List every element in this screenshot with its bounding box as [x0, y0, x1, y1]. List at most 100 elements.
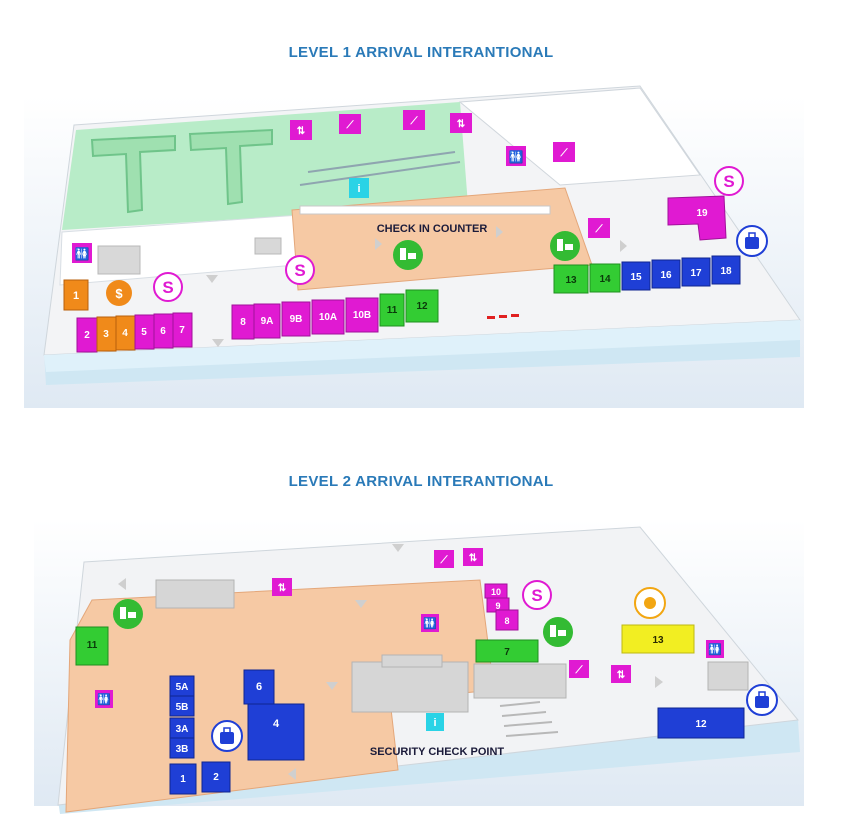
- shop-unit-3b[interactable]: 3B: [169, 737, 195, 759]
- svg-text:1: 1: [180, 774, 186, 785]
- svg-text:11: 11: [387, 305, 398, 316]
- shop-unit-6[interactable]: 6: [153, 313, 174, 349]
- shop-unit-8[interactable]: 8: [495, 609, 519, 631]
- svg-text:⟋: ⟋: [560, 147, 569, 159]
- shop-unit-3[interactable]: 3: [96, 316, 117, 352]
- svg-text:7: 7: [504, 647, 510, 658]
- level-2-direction-arrows: [118, 544, 663, 780]
- level-1-title: LEVEL 1 ARRIVAL INTERANTIONAL: [288, 44, 554, 61]
- svg-text:8: 8: [504, 616, 509, 626]
- shop-unit-13[interactable]: 13: [621, 624, 695, 654]
- shop-unit-2[interactable]: 2: [76, 317, 98, 353]
- svg-text:3B: 3B: [176, 744, 189, 755]
- shop-unit-10a[interactable]: 10A: [311, 299, 345, 335]
- svg-text:i: i: [357, 183, 360, 195]
- shop-unit-11[interactable]: 11: [379, 293, 405, 327]
- shop-icon: S: [522, 580, 552, 610]
- shop-unit-9b[interactable]: 9B: [281, 301, 311, 337]
- shop-unit-17[interactable]: 17: [681, 257, 711, 287]
- shop-unit-3a[interactable]: 3A: [169, 717, 195, 739]
- svg-text:5: 5: [141, 327, 147, 338]
- svg-text:3: 3: [103, 329, 109, 340]
- svg-text:⇅: ⇅: [297, 126, 306, 137]
- shop-unit-8[interactable]: 8: [231, 304, 255, 340]
- shop-unit-13[interactable]: 13: [553, 264, 589, 294]
- svg-text:5A: 5A: [176, 682, 189, 693]
- level-1-map: CHECK IN COUNTER 1 2 3 4: [24, 85, 804, 408]
- svg-text:10: 10: [491, 587, 501, 597]
- svg-text:10B: 10B: [353, 310, 371, 321]
- luggage-icon: [736, 225, 768, 257]
- shop-unit-4[interactable]: 4: [115, 315, 136, 351]
- svg-text:⟋: ⟋: [440, 554, 449, 566]
- shop-unit-5a[interactable]: 5A: [169, 675, 195, 697]
- shop-unit-12[interactable]: 12: [657, 707, 745, 739]
- svg-text:16: 16: [660, 270, 672, 281]
- shop-unit-14[interactable]: 14: [589, 263, 621, 293]
- shop-unit-10b[interactable]: 10B: [345, 297, 379, 333]
- svg-text:🚻: 🚻: [75, 247, 90, 261]
- escalator-icon: ⟋: [553, 142, 575, 162]
- shop-unit-7[interactable]: 7: [172, 312, 193, 348]
- shop-unit-16[interactable]: 16: [651, 259, 681, 289]
- svg-text:9: 9: [495, 601, 500, 611]
- svg-text:S: S: [162, 278, 173, 297]
- escalator-icon: ⟋: [588, 218, 610, 238]
- escalator-icon: ⟋: [434, 550, 454, 568]
- shop-unit-1[interactable]: 1: [169, 763, 197, 795]
- svg-text:19: 19: [696, 208, 708, 219]
- svg-text:13: 13: [565, 275, 577, 286]
- shop-unit-1[interactable]: 1: [63, 279, 89, 311]
- food-drink-icon: [393, 240, 423, 270]
- shop-unit-7[interactable]: 7: [475, 639, 539, 663]
- elevator-icon: ⇅: [290, 120, 312, 140]
- shop-unit-19[interactable]: 19: [667, 195, 727, 241]
- svg-text:2: 2: [213, 772, 219, 783]
- shop-icon: S: [153, 272, 183, 302]
- svg-text:17: 17: [690, 268, 702, 279]
- elevator-icon: ⇅: [611, 665, 631, 683]
- svg-text:5B: 5B: [176, 702, 189, 713]
- level-1-direction-arrows: [206, 226, 627, 347]
- shop-unit-6[interactable]: 6: [243, 669, 275, 705]
- svg-text:7: 7: [179, 325, 185, 336]
- level-1-rear-rooms: [458, 87, 701, 186]
- level-2-map: SECURITY CHECK POINT 11 5A 5B 3A 3B 1: [34, 520, 804, 814]
- svg-text:2: 2: [84, 330, 90, 341]
- shop-unit-9a[interactable]: 9A: [253, 303, 281, 339]
- svg-text:⟋: ⟋: [410, 115, 419, 127]
- shop-unit-2[interactable]: 2: [201, 761, 231, 793]
- svg-text:11: 11: [87, 640, 98, 651]
- information-icon: i: [426, 713, 444, 731]
- food-drink-icon: [543, 617, 573, 647]
- shop-unit-18[interactable]: 18: [711, 255, 741, 285]
- security-area: [499, 701, 559, 737]
- svg-text:🚻: 🚻: [97, 693, 111, 706]
- shop-unit-5b[interactable]: 5B: [169, 695, 195, 717]
- svg-text:13: 13: [652, 635, 664, 646]
- svg-text:6: 6: [256, 681, 262, 693]
- shop-icon: S: [285, 255, 315, 285]
- runway-t-shapes: [90, 128, 273, 214]
- svg-text:🚻: 🚻: [708, 643, 722, 656]
- svg-text:$: $: [115, 286, 123, 301]
- svg-text:🚻: 🚻: [423, 617, 437, 630]
- shop-unit-4[interactable]: 4: [247, 703, 305, 761]
- level-2-title: LEVEL 2 ARRIVAL INTERANTIONAL: [288, 473, 554, 490]
- restroom-icon: 🚻: [72, 243, 92, 263]
- svg-text:i: i: [433, 717, 436, 729]
- shop-unit-15[interactable]: 15: [621, 261, 651, 291]
- food-drink-icon: [550, 231, 580, 261]
- shop-unit-11[interactable]: 11: [75, 626, 109, 666]
- svg-text:9B: 9B: [290, 314, 303, 325]
- svg-text:4: 4: [273, 718, 280, 730]
- shop-icon: S: [714, 166, 744, 196]
- svg-text:⇅: ⇅: [457, 119, 466, 130]
- luggage-icon: [746, 684, 778, 716]
- level-1-glass-front: [44, 320, 800, 372]
- shop-unit-12[interactable]: 12: [405, 289, 439, 323]
- svg-text:⟋: ⟋: [346, 119, 355, 131]
- shop-unit-5[interactable]: 5: [134, 314, 155, 350]
- shop-unit-10[interactable]: 10: [484, 583, 508, 599]
